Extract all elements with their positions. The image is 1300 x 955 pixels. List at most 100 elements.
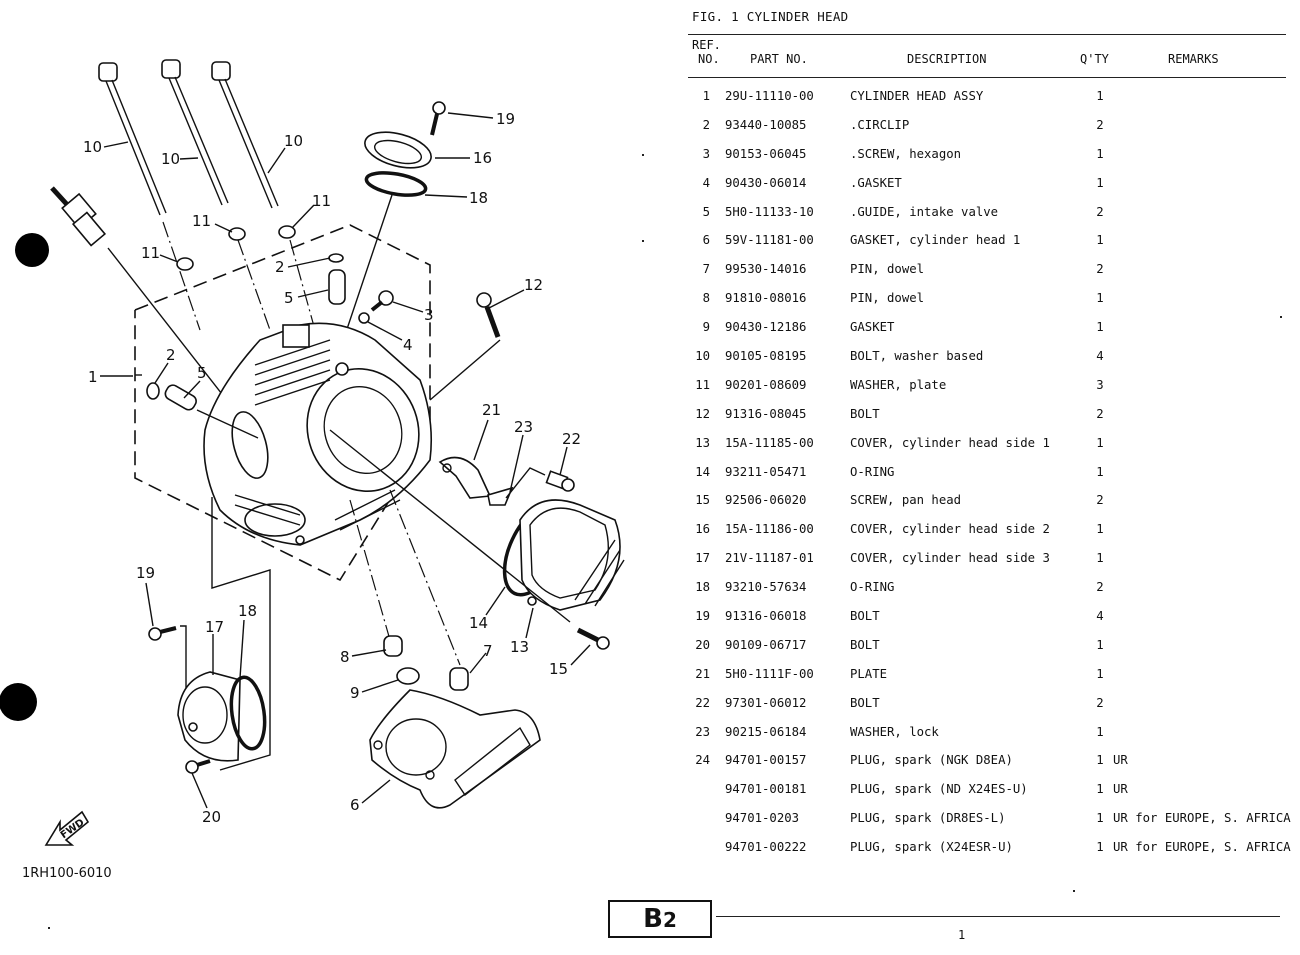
callout-2: 2 xyxy=(275,258,285,276)
ref-no-cell: 6 xyxy=(702,233,710,248)
callout-8: 8 xyxy=(340,648,350,666)
description-cell: PIN, dowel xyxy=(850,262,925,277)
callout-11: 11 xyxy=(141,244,160,262)
bolt-20 xyxy=(185,759,211,774)
callout-23: 23 xyxy=(514,418,533,436)
description-cell: COVER, cylinder head side 3 xyxy=(850,551,1050,566)
part-no-cell: 29U-11110-00 xyxy=(725,89,814,103)
part-no-cell: 97301-06012 xyxy=(725,695,807,710)
footer-rule xyxy=(716,916,1280,917)
part-no-cell: 91316-06018 xyxy=(725,609,807,624)
description-cell: .GASKET xyxy=(850,175,902,190)
bolt-10-b xyxy=(161,59,271,331)
washer-11-c xyxy=(278,225,296,239)
part-no-cell: 90215-06184 xyxy=(725,724,807,739)
part-no-cell: 93211-05471 xyxy=(725,464,807,479)
plate-21 xyxy=(438,456,492,499)
ref-no-cell: 3 xyxy=(702,146,710,161)
quantity-cell: 2 xyxy=(1096,493,1104,508)
quantity-cell: 2 xyxy=(1096,580,1104,595)
description-cell: SCREW, pan head xyxy=(850,493,962,508)
part-no-cell: 93440-10085 xyxy=(725,117,807,132)
ref-no-cell: 5 xyxy=(702,204,710,219)
ref-no-cell: 12 xyxy=(695,406,710,421)
ref-no-cell: 2 xyxy=(702,117,710,132)
description-cell: BOLT xyxy=(850,406,880,421)
ref-no-cell: 11 xyxy=(695,377,710,392)
screw-15 xyxy=(576,627,610,650)
description-cell: GASKET, cylinder head 1 xyxy=(850,233,1021,248)
cover-13 xyxy=(519,499,625,611)
ref-no-cell: 9 xyxy=(702,320,710,335)
remarks-cell: UR for EUROPE, S. AFRICA xyxy=(1113,840,1291,855)
quantity-cell: 2 xyxy=(1096,406,1104,421)
callout-20: 20 xyxy=(202,808,221,826)
ref-no-cell: 7 xyxy=(702,262,710,277)
header-remarks: REMARKS xyxy=(1168,52,1219,66)
quantity-cell: 4 xyxy=(1096,349,1104,364)
ref-no-cell: 8 xyxy=(702,291,710,306)
exploded-parts-diagram: 10 10 10 11 11 11 19 16 18 2 5 3 4 12 1 … xyxy=(0,59,625,881)
description-cell: PLUG, spark (NGK D8EA) xyxy=(850,753,1013,768)
callout-16: 16 xyxy=(473,149,492,167)
table-row: 16 15A-11186-00 COVER, cylinder head side … xyxy=(688,518,1300,547)
part-no-cell: 91316-08045 xyxy=(725,406,807,421)
page-code-sub: 2 xyxy=(662,908,677,932)
figure-title: FIG. 1 CYLINDER HEAD xyxy=(692,9,849,24)
description-cell: GASKET xyxy=(850,320,895,335)
part-no-cell: 15A-11186-00 xyxy=(725,522,814,537)
quantity-cell: 2 xyxy=(1096,262,1104,277)
ink-blot xyxy=(15,233,49,267)
o-ring-18-bottom xyxy=(229,675,267,751)
quantity-cell: 1 xyxy=(1096,811,1104,826)
description-cell: PLUG, spark (X24ESR-U) xyxy=(850,840,1013,855)
callout-3: 3 xyxy=(424,306,434,324)
quantity-cell: 1 xyxy=(1096,320,1104,335)
spark-plug-24 xyxy=(15,186,251,431)
ref-no-cell: 16 xyxy=(695,522,710,537)
dowel-pin-8 xyxy=(383,635,403,657)
leader-lines xyxy=(100,112,591,809)
callout-18: 18 xyxy=(469,189,488,207)
callout-14: 14 xyxy=(469,614,488,632)
description-cell: WASHER, plate xyxy=(850,377,947,392)
callout-11: 11 xyxy=(312,192,331,210)
callout-5: 5 xyxy=(284,289,294,307)
cylinder-head-gasket-6 xyxy=(369,689,541,809)
quantity-cell: 1 xyxy=(1096,637,1104,652)
description-cell: CYLINDER HEAD ASSY xyxy=(850,89,984,103)
scan-speck xyxy=(642,154,644,156)
part-no-cell: 90153-06045 xyxy=(725,146,807,161)
ref-no-cell: 18 xyxy=(695,580,710,595)
ref-no-cell: 19 xyxy=(695,609,710,624)
description-cell: PIN, dowel xyxy=(850,291,925,306)
description-cell: PLATE xyxy=(850,666,888,681)
description-cell: COVER, cylinder head side 2 xyxy=(850,522,1050,537)
ref-no-cell: 21 xyxy=(695,666,710,681)
callout-18: 18 xyxy=(238,602,257,620)
circlip-2-left xyxy=(146,382,160,400)
table-row: 9 90430-12186 GASKET 1 xyxy=(688,316,1300,345)
quantity-cell: 4 xyxy=(1096,609,1104,624)
ref-no-cell: 23 xyxy=(695,724,710,739)
part-no-cell: 15A-11185-00 xyxy=(725,435,814,450)
part-no-cell: 90430-12186 xyxy=(725,320,807,335)
description-cell: BOLT, washer based xyxy=(850,349,984,364)
page-code-box: B2 xyxy=(608,900,712,938)
callout-21: 21 xyxy=(482,401,501,419)
scan-speck xyxy=(642,240,644,242)
part-no-cell: 93210-57634 xyxy=(725,580,807,595)
description-cell: BOLT xyxy=(850,695,880,710)
cylinder-head-1 xyxy=(203,322,433,546)
